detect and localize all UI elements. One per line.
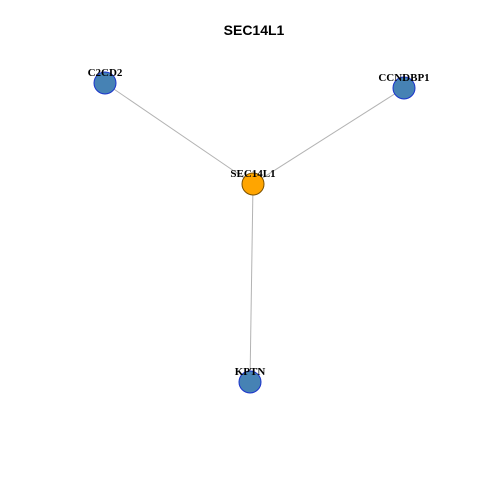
edge-sec14l1-c2cd2 — [104, 82, 254, 185]
node-layer — [93, 71, 416, 394]
edge-layer — [104, 82, 405, 383]
node-kptn — [238, 370, 262, 394]
edge-sec14l1-ccndbp1 — [252, 87, 405, 185]
node-label-c2cd2: C2CD2 — [88, 67, 123, 79]
node-c2cd2 — [93, 71, 117, 95]
node-label-ccndbp1: CCNDBP1 — [378, 72, 429, 84]
node-sec14l1 — [241, 172, 265, 196]
node-label-kptn: KPTN — [235, 366, 266, 378]
node-ccndbp1 — [392, 76, 416, 100]
node-label-sec14l1: SEC14L1 — [230, 168, 275, 180]
graph-title: SEC14L1 — [224, 22, 285, 38]
edge-sec14l1-kptn — [249, 183, 254, 383]
